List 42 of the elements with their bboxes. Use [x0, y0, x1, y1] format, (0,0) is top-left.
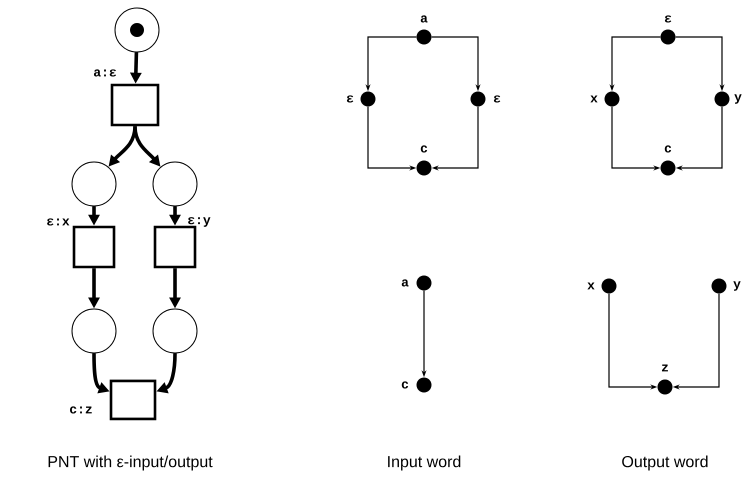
transition-box: [110, 380, 156, 420]
vertex-label: a: [420, 15, 428, 23]
vertex-dot: [470, 92, 486, 106]
vertex-label: x: [590, 96, 598, 102]
marked-place-circle: [114, 8, 160, 52]
caption: Output word: [622, 456, 708, 470]
vertex-dot: [658, 379, 672, 394]
vertex-label: c: [420, 145, 428, 153]
vertex-label: c: [664, 145, 672, 153]
vertex-dot: [714, 92, 730, 106]
vertex-dot: [416, 276, 432, 290]
vertex-label: ε: [346, 95, 354, 103]
transition-box: [110, 84, 160, 126]
caption: PNT with ε-input/output: [48, 456, 213, 470]
vertex-dot: [660, 160, 676, 176]
vertex-label: y: [733, 281, 741, 291]
transition-label: ε:x: [47, 218, 70, 226]
place-circle: [152, 162, 198, 206]
vertex-label: c: [402, 381, 408, 389]
caption: Input word: [388, 456, 460, 470]
vertex-dot: [604, 92, 620, 106]
transition-label: ε:y: [188, 217, 210, 227]
transition-box: [154, 226, 196, 268]
vertex-dot: [416, 378, 432, 392]
vertex-label: a: [402, 279, 409, 287]
vertex-dot: [360, 92, 376, 106]
place-circle: [152, 308, 198, 354]
vertex-dot: [416, 30, 432, 44]
vertex-label: ε: [494, 95, 500, 103]
transition-label: c:z: [70, 406, 92, 414]
vertex-dot: [712, 278, 726, 294]
vertex-label: y: [734, 94, 742, 104]
vertex-dot: [660, 30, 676, 44]
vertex-dot: [602, 278, 616, 294]
vertex-label: ε: [664, 15, 672, 23]
vertex-dot: [416, 160, 432, 176]
place-circle: [72, 162, 116, 206]
vertex-label: z: [662, 364, 668, 372]
transition-label: a:ε: [94, 69, 116, 77]
vertex-label: x: [587, 282, 595, 290]
place-circle: [72, 308, 116, 354]
transition-box: [72, 226, 116, 268]
